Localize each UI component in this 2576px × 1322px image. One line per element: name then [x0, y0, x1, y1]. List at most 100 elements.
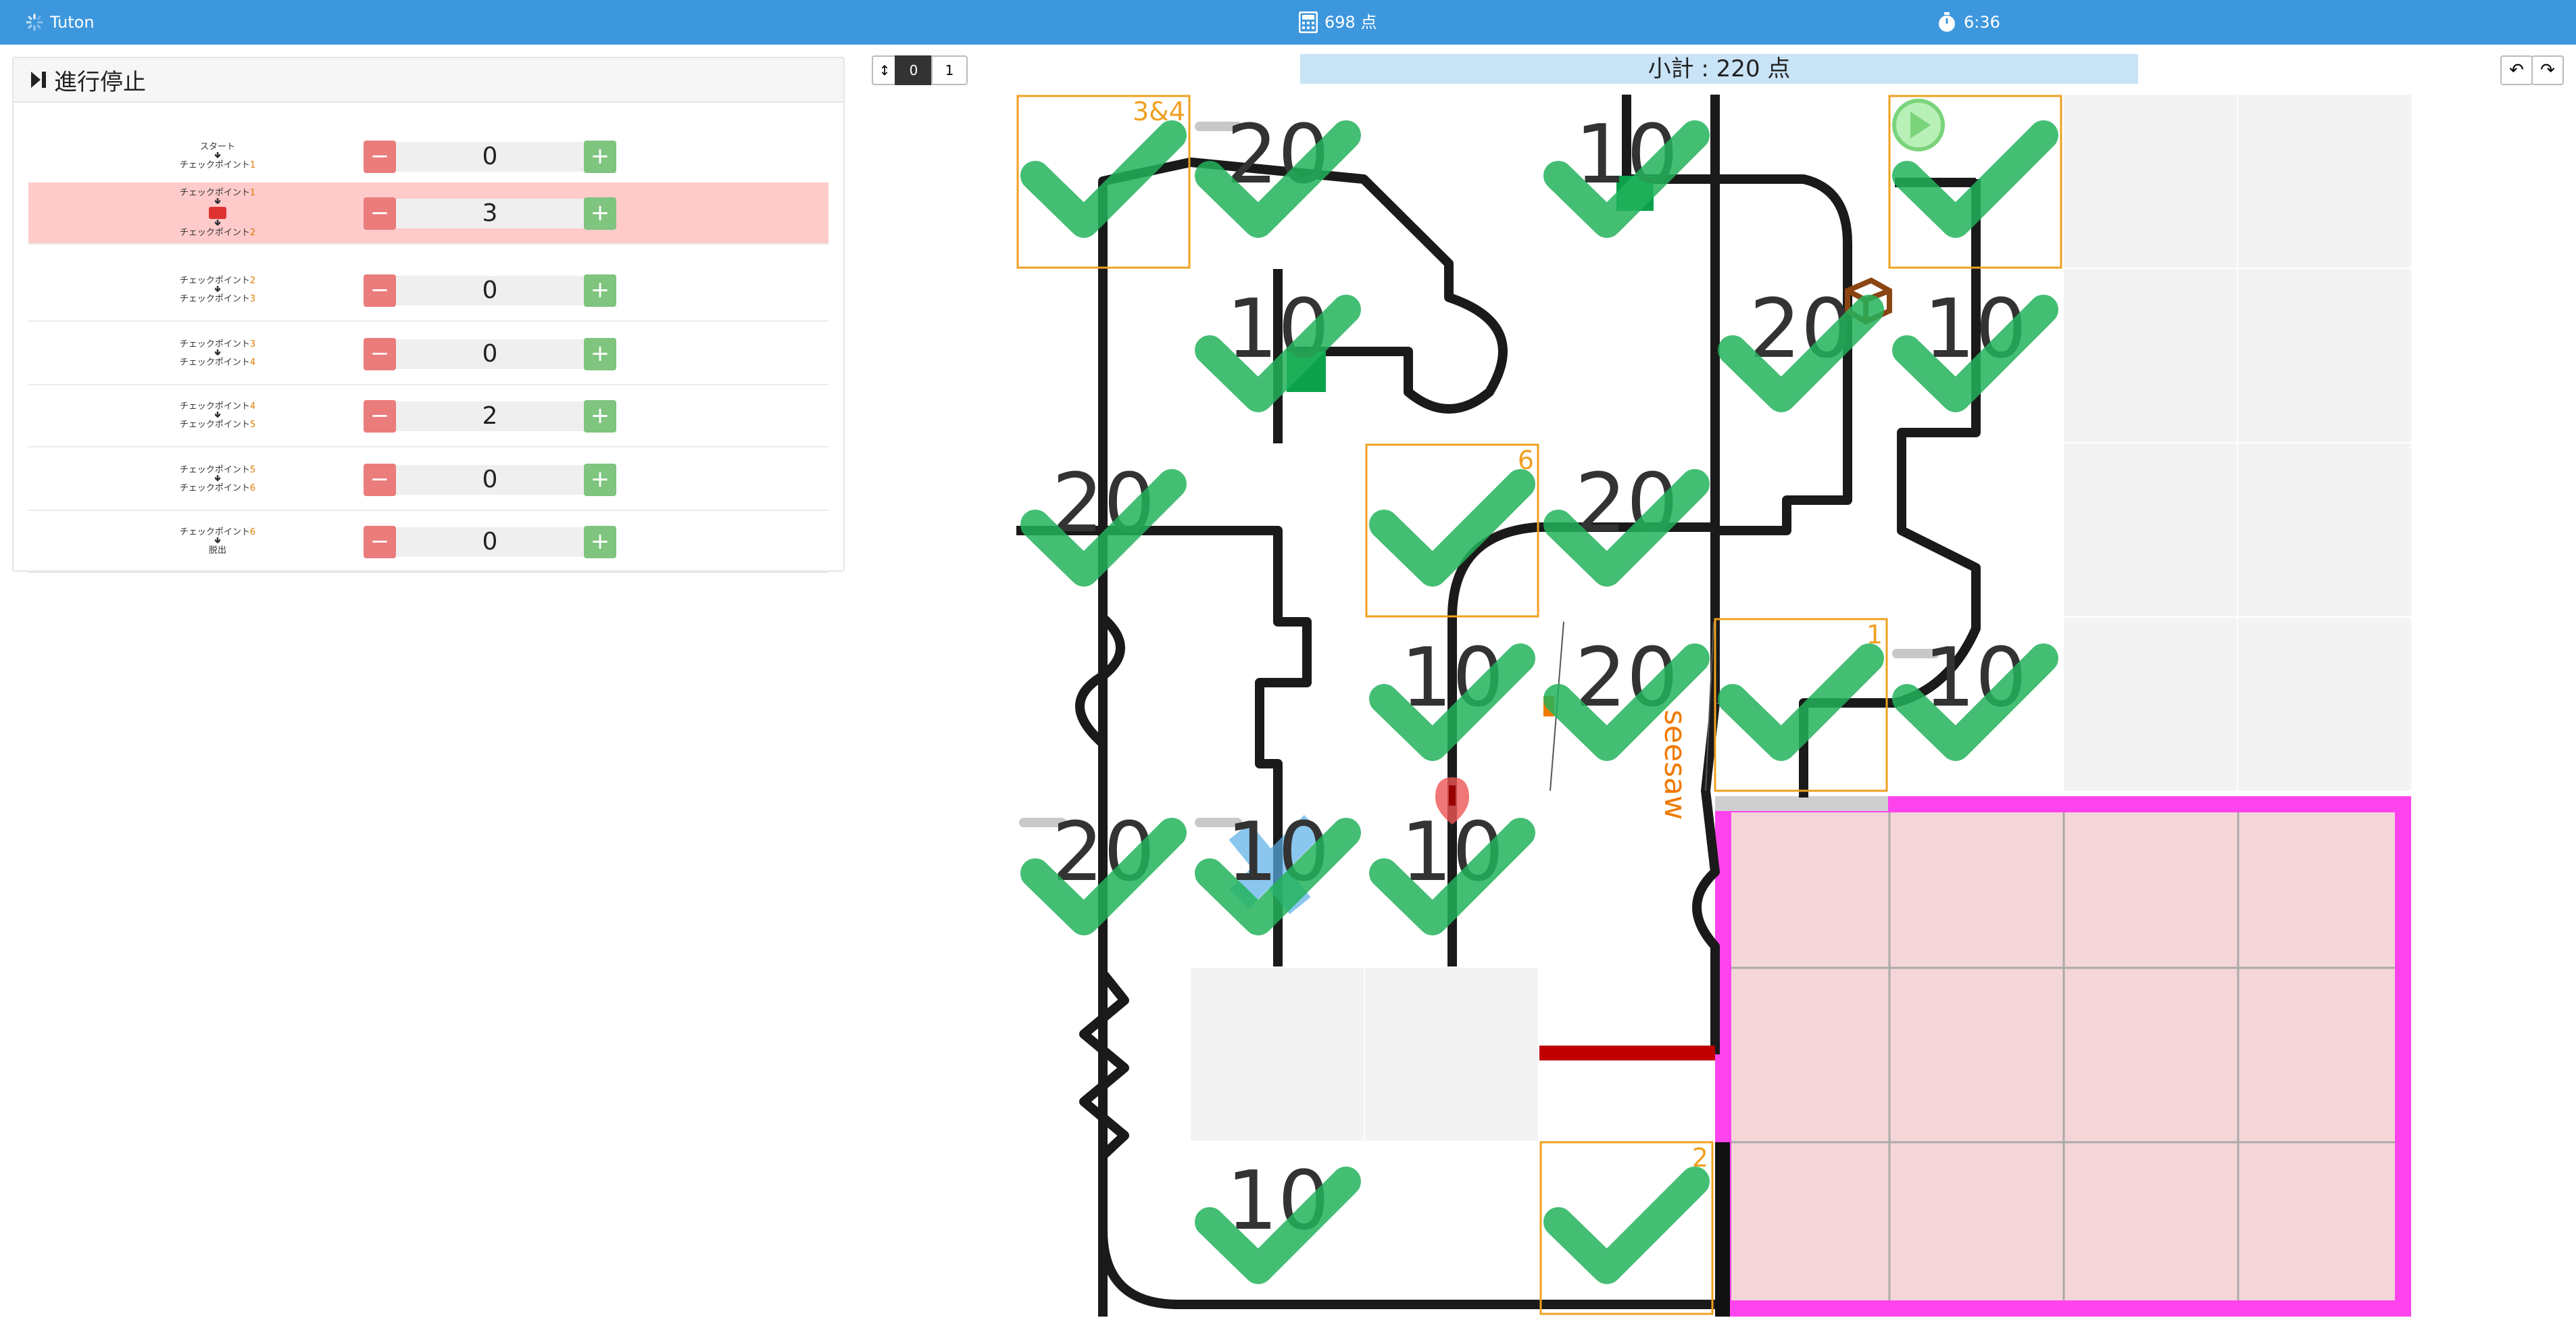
field-tile[interactable]: 20 — [1718, 283, 1884, 412]
check-icon — [1892, 120, 2058, 238]
section-row: チェックポイント5🢃チェックポイント6−0+ — [28, 449, 828, 511]
arrow-down-icon: 🢃 — [214, 410, 221, 420]
field-tile[interactable]: 3&4 — [1016, 95, 1191, 269]
field-tile[interactable]: 10 — [1543, 108, 1710, 238]
section-from-number: 2 — [249, 276, 256, 286]
section-from: チェックポイント — [179, 339, 250, 349]
section-from-number: 6 — [249, 527, 256, 537]
section-row: チェックポイント3🢃チェックポイント4 −0+ — [28, 323, 828, 385]
field-tile[interactable]: 10 — [1369, 631, 1535, 761]
toggle-0-button[interactable]: 0 — [895, 55, 933, 85]
calculator-icon — [1299, 11, 1318, 33]
field-tile[interactable]: 10 — [1195, 1154, 1361, 1284]
check-icon — [1195, 120, 1361, 238]
score-display: 698 点 — [1299, 0, 1377, 45]
undo-button[interactable]: ↶ — [2500, 55, 2533, 85]
section-row: チェックポイント2🢃チェックポイント3 −0+ — [28, 260, 828, 322]
evacuation-zone[interactable] — [1715, 796, 2411, 1317]
section-to-number: 6 — [249, 483, 256, 493]
checkpoint-border — [1365, 443, 1539, 618]
field-tile[interactable]: 2 — [1539, 1141, 1714, 1315]
retry-count[interactable]: 0 — [396, 527, 584, 557]
field-tile[interactable]: 20 — [1543, 457, 1710, 587]
section-to: チェックポイント — [179, 160, 250, 170]
check-icon — [1195, 295, 1361, 412]
checkpoint-border — [1016, 95, 1191, 269]
field-tile[interactable] — [1888, 95, 2062, 269]
stopwatch-icon — [1939, 12, 1955, 32]
decrement-button[interactable]: − — [364, 197, 396, 230]
field-tile[interactable]: 6 — [1365, 443, 1539, 618]
increment-button[interactable]: + — [584, 338, 616, 370]
speed-bumps — [1019, 122, 1939, 827]
increment-button[interactable]: + — [584, 274, 616, 307]
decrement-button[interactable]: − — [364, 141, 396, 173]
field-tile[interactable]: 10 — [1892, 283, 2058, 412]
section-from: スタート — [199, 142, 235, 152]
field-tile[interactable]: 10 — [1195, 806, 1361, 935]
retry-count[interactable]: 0 — [396, 142, 584, 172]
decrement-button[interactable]: − — [364, 338, 396, 370]
retry-count[interactable]: 0 — [396, 276, 584, 305]
seesaw[interactable]: seesaw — [1543, 621, 1714, 820]
seesaw-label: seesaw — [1658, 710, 1692, 820]
decrement-button[interactable]: − — [364, 274, 396, 307]
field-tile[interactable]: 10 — [1195, 283, 1361, 412]
check-icon — [1369, 643, 1535, 761]
timer-value: 6:36 — [1964, 13, 2000, 32]
checkpoint-border — [1539, 1141, 1714, 1315]
increment-button[interactable]: + — [584, 141, 616, 173]
field-tile[interactable]: 20 — [1020, 457, 1187, 587]
retry-count[interactable]: 0 — [396, 339, 584, 369]
section-to-number: 4 — [249, 358, 256, 368]
play-pause-icon — [31, 72, 46, 88]
section-to: チェックポイント — [179, 228, 250, 238]
toggle-1-button[interactable]: 1 — [931, 55, 968, 85]
section-from: チェックポイント — [179, 527, 250, 537]
app-brand[interactable]: Tuton — [26, 0, 95, 45]
arrow-down-icon: 🢃 — [214, 197, 221, 207]
check-icon — [1369, 469, 1535, 587]
retry-count[interactable]: 3 — [396, 199, 584, 228]
field-tile[interactable]: 10 — [1892, 631, 2058, 761]
section-label: チェックポイント4🢃チェックポイント5 — [130, 385, 305, 446]
panel-header[interactable]: 進行停止 — [14, 58, 843, 103]
increment-button[interactable]: + — [584, 197, 616, 230]
subtotal-bar: 小計 : 220 点 — [1300, 54, 2138, 84]
check-icon — [1892, 295, 2058, 412]
section-to-number: 2 — [249, 228, 256, 238]
field-tile[interactable]: 20 — [1543, 631, 1710, 761]
obstacle-marker-icon[interactable] — [1435, 777, 1469, 825]
section-label: チェックポイント2🢃チェックポイント3 — [130, 260, 305, 320]
retry-count[interactable]: 0 — [396, 465, 584, 495]
section-to: チェックポイント — [179, 420, 250, 430]
retry-count[interactable]: 2 — [396, 401, 584, 431]
check-icon — [1543, 120, 1710, 238]
section-from: チェックポイント — [179, 401, 250, 412]
decrement-button[interactable]: − — [364, 526, 396, 558]
decrement-button[interactable]: − — [364, 400, 396, 433]
section-from: チェックポイント — [179, 465, 250, 475]
section-row: スタート🢃チェックポイント1−0+ — [28, 126, 828, 188]
field-tile[interactable]: 20 — [1195, 108, 1361, 238]
increment-button[interactable]: + — [584, 400, 616, 433]
section-row: チェックポイント1🢃🢃チェックポイント2−3+ — [28, 182, 828, 245]
section-row: チェックポイント4🢃チェックポイント5 −2+ — [28, 385, 828, 447]
height-toggle-icon[interactable]: ↕ — [872, 55, 896, 85]
increment-button[interactable]: + — [584, 526, 616, 558]
field-tile[interactable]: 1 — [1714, 618, 1888, 792]
section-label: チェックポイント3🢃チェックポイント4 — [130, 323, 305, 384]
section-from-number: 1 — [249, 188, 256, 198]
arrow-down-icon: 🢃 — [214, 536, 221, 546]
check-icon — [1543, 1167, 1710, 1284]
redo-button[interactable]: ↷ — [2531, 55, 2564, 85]
field-tile[interactable]: 20 — [1020, 806, 1187, 935]
increment-button[interactable]: + — [584, 464, 616, 496]
section-to: チェックポイント — [179, 358, 250, 368]
checkpoint-border — [1714, 618, 1888, 792]
check-icon — [1020, 120, 1187, 238]
decrement-button[interactable]: − — [364, 464, 396, 496]
field-tile[interactable]: 10 — [1369, 806, 1535, 935]
section-panel: 進行停止 スタート🢃チェックポイント1−0+チェックポイント1🢃🢃チェックポイン… — [12, 57, 845, 573]
